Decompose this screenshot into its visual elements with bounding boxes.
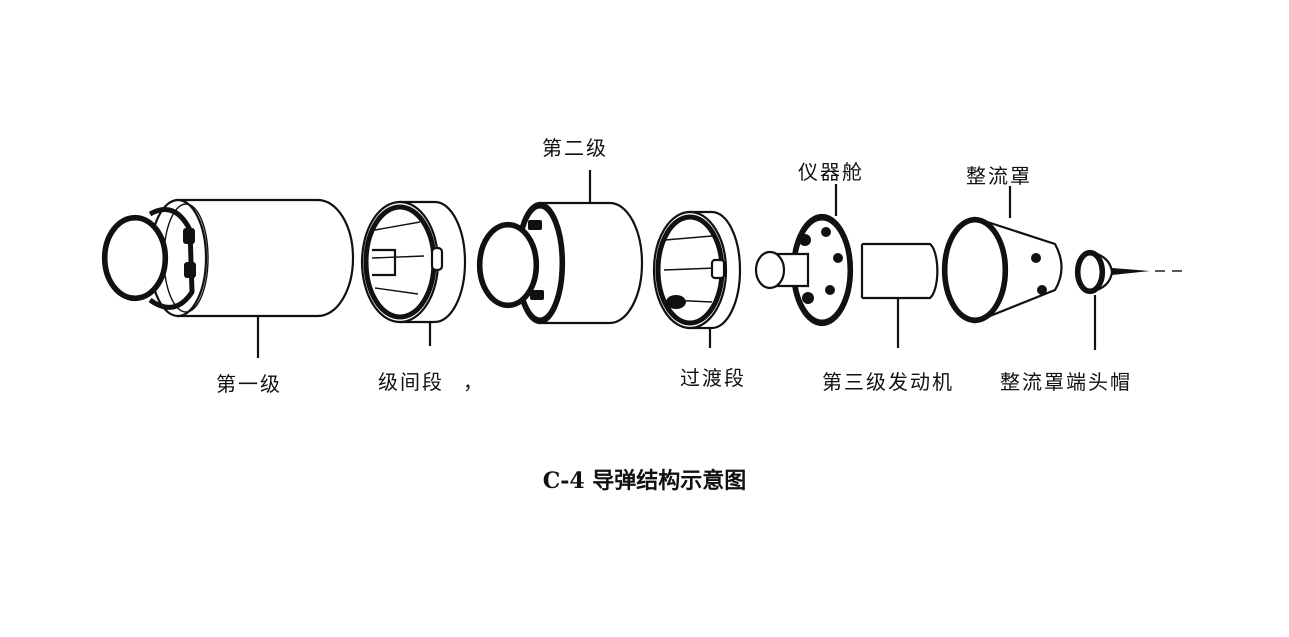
fairing-part [941, 216, 1063, 324]
fairing-label: 整流罩 [966, 164, 1032, 188]
third-stage-engine-label: 第三级发动机 [822, 370, 954, 394]
second-stage-part [476, 201, 644, 325]
instrument-section-part [754, 213, 854, 327]
interstage-label: 级间段 [378, 370, 444, 394]
stage2-label: 第二级 [542, 136, 608, 160]
transition-label: 过渡段 [680, 366, 746, 390]
figure-caption: C-4 导弹结构示意图 [542, 468, 747, 494]
fairing-tip-cap-part [1074, 249, 1182, 295]
instrument-section-label: 仪器舱 [798, 160, 864, 184]
third-stage-engine-part [860, 242, 939, 300]
interstage-mark: ， [463, 370, 485, 394]
interstage-part [360, 200, 467, 324]
fairing-tip-cap-label: 整流罩端头帽 [1000, 370, 1132, 394]
first-stage-part [101, 198, 355, 318]
stage1-label: 第一级 [216, 372, 282, 396]
transition-part [652, 210, 742, 330]
